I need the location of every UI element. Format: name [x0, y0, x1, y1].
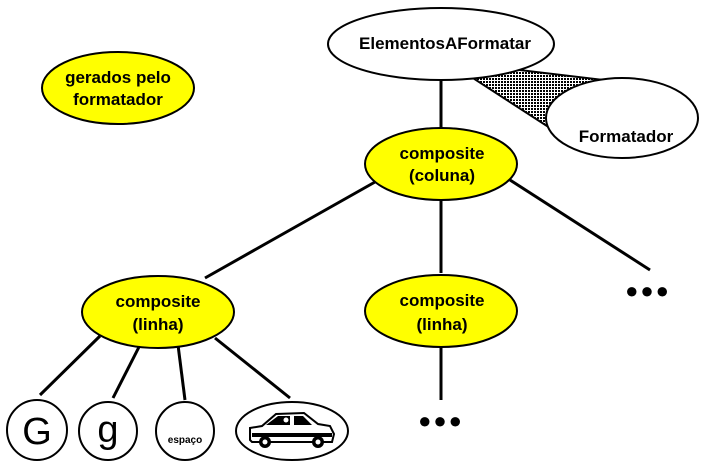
legend-line1: gerados pelo — [65, 68, 171, 87]
node-column-composite: composite (coluna) — [364, 127, 518, 201]
leaf-glyph-g: g — [78, 401, 138, 461]
column-line1: composite — [399, 144, 484, 163]
root-label: ElementosAFormatar — [359, 34, 531, 53]
node-root: ElementosAFormatar — [327, 7, 555, 81]
row-left-line2: (linha) — [133, 315, 184, 334]
ellipsis-bottom: ●●● — [418, 408, 464, 433]
row-mid-line2: (linha) — [417, 315, 468, 334]
edge-column-ellipsis — [509, 178, 651, 272]
edge-row-left-space — [176, 344, 187, 401]
leaf-g-label: g — [97, 409, 118, 451]
leaf-car-image — [235, 401, 349, 461]
edge-column-row-left — [204, 180, 376, 280]
ellipsis-right: ●●● — [625, 278, 671, 303]
node-row-composite-mid: composite (linha) — [364, 274, 518, 348]
node-formatter: Formatador — [545, 77, 699, 159]
legend-line2: formatador — [73, 90, 163, 109]
leaf-space-label: espaço — [168, 435, 202, 446]
leaf-space: espaço — [155, 401, 215, 461]
column-line2: (coluna) — [409, 166, 475, 185]
leaf-G-label: G — [22, 411, 52, 453]
car-icon — [249, 411, 336, 448]
edge-row-left-G — [38, 334, 102, 397]
edge-row-left-car — [214, 336, 291, 400]
node-row-composite-left: composite (linha) — [81, 275, 235, 349]
connector-lines — [38, 80, 651, 401]
leaf-glyph-G: G — [6, 399, 68, 461]
formatter-label: Formatador — [579, 127, 674, 146]
edge-row-left-g — [111, 344, 142, 399]
row-mid-line1: composite — [399, 291, 484, 310]
legend-generated-node: gerados pelo formatador — [41, 51, 195, 125]
row-left-line1: composite — [115, 292, 200, 311]
